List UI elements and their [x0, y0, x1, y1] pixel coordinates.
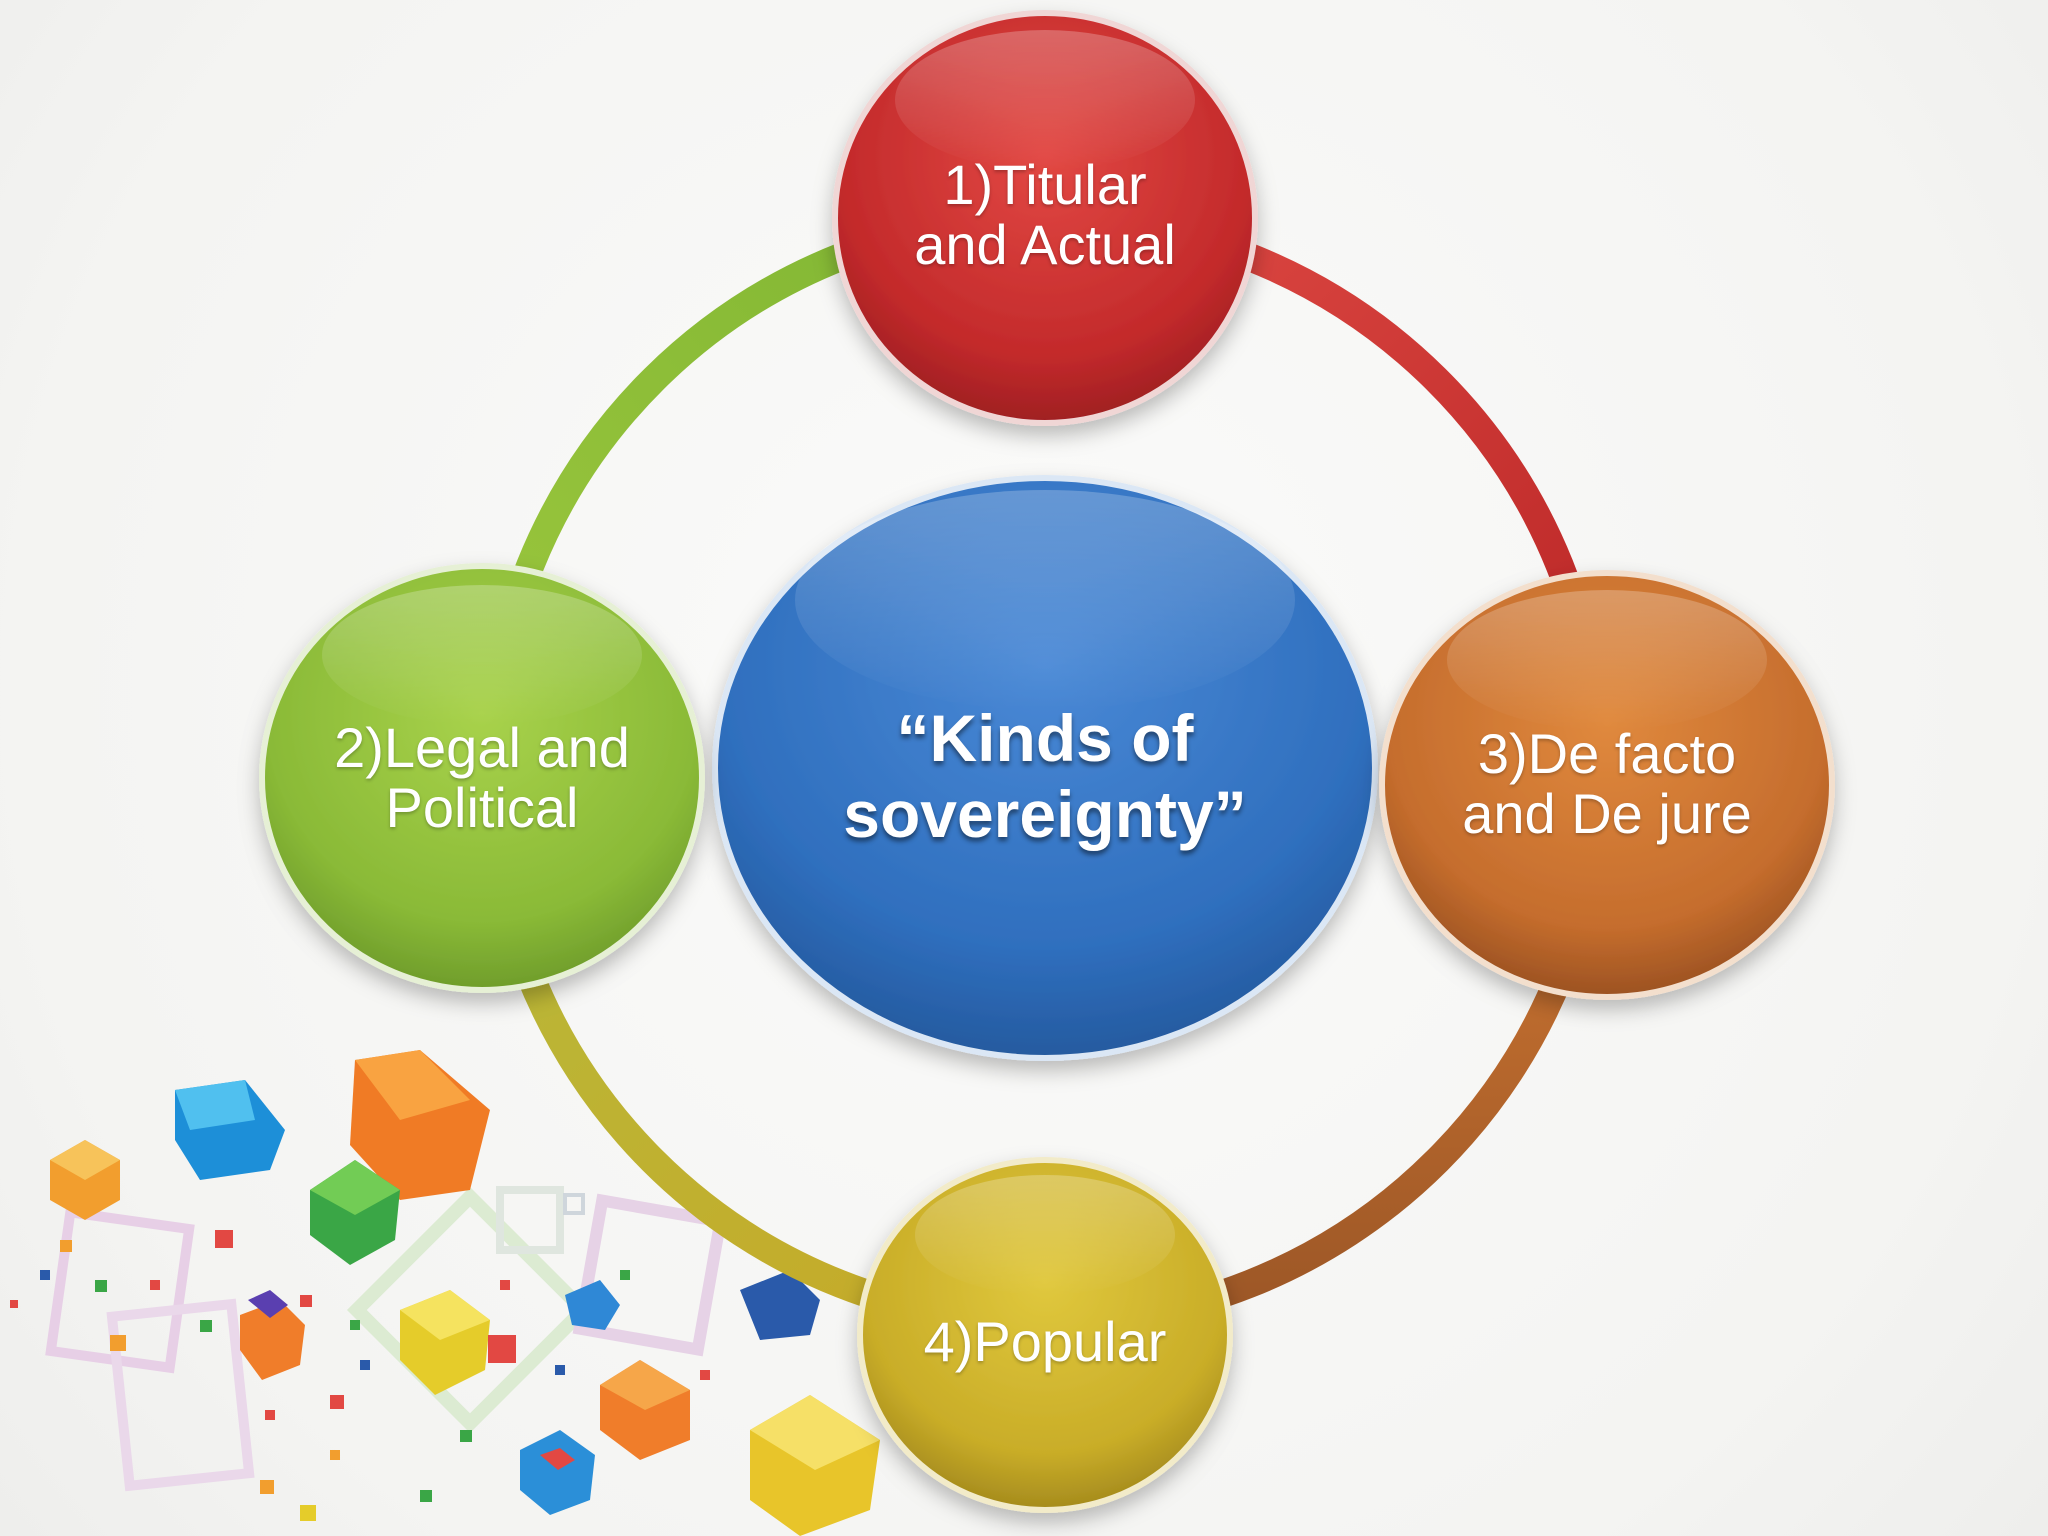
node-label-defacto: 3)De facto and De jure — [1462, 722, 1752, 845]
node-label-titular: 1)Titular and Actual — [914, 153, 1176, 276]
center-label: “Kinds of sovereignty” — [843, 701, 1247, 851]
node-circle-legal — [259, 563, 705, 993]
node-circle-titular — [832, 10, 1258, 426]
node-label-legal: 2)Legal and Political — [334, 716, 630, 839]
node-circle-popular — [857, 1157, 1233, 1513]
confetti-cubes-decoration — [10, 1050, 880, 1536]
node-label-popular: 4)Popular — [923, 1310, 1167, 1373]
center-circle — [712, 475, 1378, 1061]
node-circle-defacto — [1379, 570, 1835, 1000]
